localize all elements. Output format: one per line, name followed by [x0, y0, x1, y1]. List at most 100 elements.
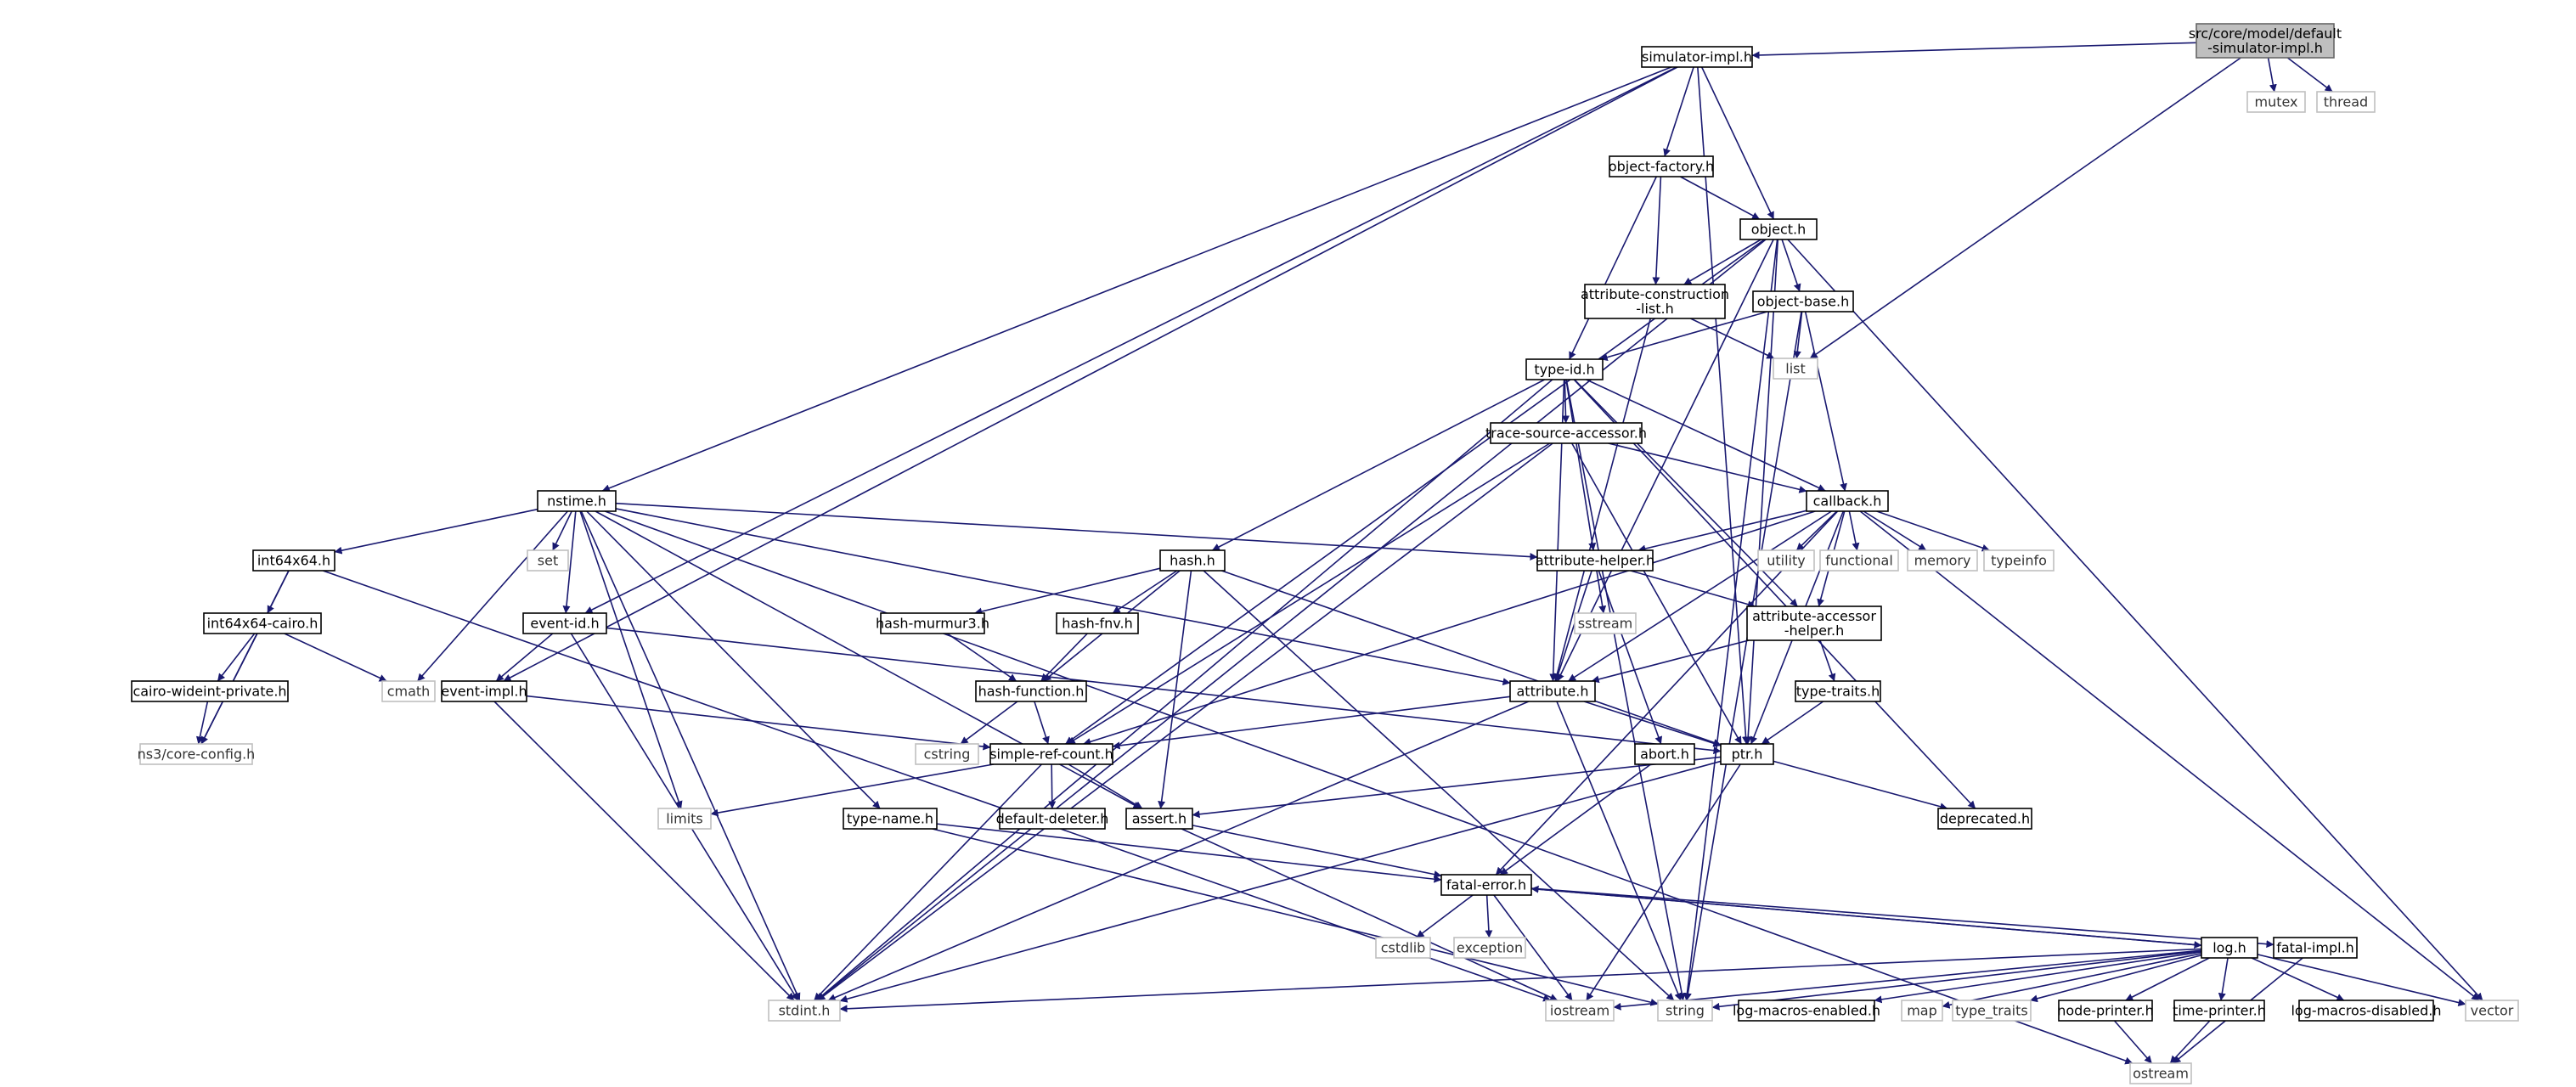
node-object[interactable]: object.h [1739, 218, 1818, 240]
edge-attribute-to-string [1556, 701, 1682, 1001]
node-box [1773, 358, 1818, 380]
edge-callback-to-memory [1863, 510, 1927, 551]
node-deprecated[interactable]: deprecated.h [1937, 808, 2032, 830]
node-iostream: iostream [1545, 1000, 1615, 1022]
edge-eventid-to-ptr [606, 627, 1722, 755]
edge-attrcons-to-list [1690, 318, 1775, 359]
node-box [880, 612, 985, 634]
node-hashfunc[interactable]: hash-function.h [975, 680, 1087, 702]
node-box [522, 612, 607, 634]
node-box [1574, 612, 1637, 634]
node-box [657, 808, 712, 830]
node-attrhelper[interactable]: attribute-helper.h [1536, 549, 1654, 572]
node-simimpl[interactable]: simulator-impl.h [1641, 46, 1753, 68]
node-attribute[interactable]: attribute.h [1509, 680, 1596, 702]
node-root[interactable]: src/core/model/default-simulator-impl.h [2189, 23, 2342, 59]
node-label: -helper.h [1784, 622, 1845, 639]
edge-log-to-lme [1874, 951, 2202, 1004]
node-box [203, 612, 322, 634]
node-typeid[interactable]: type-id.h [1525, 358, 1604, 380]
node-typetraits[interactable]: type-traits.h [1795, 680, 1881, 702]
node-assert[interactable]: assert.h [1125, 808, 1193, 830]
node-cairowide[interactable]: cairo-wideint-private.h [131, 680, 289, 702]
edge-hash-to-assert [1158, 570, 1192, 809]
node-label: -simulator-impl.h [2207, 40, 2323, 56]
node-label: int64x64-cairo.h [207, 616, 318, 632]
node-stdint: stdint.h [768, 1000, 841, 1022]
node-utility: utility [1757, 549, 1815, 572]
node-defdel[interactable]: default-deleter.h [996, 808, 1109, 830]
node-box [1806, 490, 1889, 512]
node-fnv[interactable]: hash-fnv.h [1056, 612, 1139, 634]
node-objfactory[interactable]: object-factory.h [1609, 155, 1714, 177]
node-fatalerror[interactable]: fatal-error.h [1440, 874, 1532, 896]
node-callback[interactable]: callback.h [1806, 490, 1889, 512]
node-label: hash-fnv.h [1062, 616, 1132, 632]
edge-callback-to-vector [1859, 510, 2480, 1001]
edge-cairowide-to-coreconfig [196, 701, 209, 745]
node-label: cmath [387, 684, 431, 700]
node-tsa[interactable]: trace-source-accessor.h [1485, 422, 1647, 444]
node-label: event-id.h [530, 616, 599, 632]
node-box [1634, 743, 1695, 765]
node-fatalimpl[interactable]: fatal-impl.h [2273, 937, 2358, 959]
node-i64cairo[interactable]: int64x64-cairo.h [203, 612, 322, 634]
node-box [1739, 218, 1818, 240]
node-typename[interactable]: type-name.h [843, 808, 938, 830]
edge-nstime-to-set [552, 510, 572, 551]
node-box [1609, 155, 1714, 177]
node-attrcons[interactable]: attribute-construction-list.h [1581, 284, 1729, 319]
edge-objbase-to-typeid [1599, 311, 1768, 361]
edge-log-to-type_traits [2029, 954, 2202, 1003]
node-box [1819, 549, 1899, 572]
edge-object-to-stdint [816, 239, 1767, 1001]
node-cmath: cmath [381, 680, 436, 702]
node-type_traits: type_traits [1952, 1000, 2032, 1022]
node-ptr[interactable]: ptr.h [1720, 743, 1774, 765]
edge-hashfunc-to-cstring [960, 701, 1018, 745]
node-murmur[interactable]: hash-murmur3.h [876, 612, 989, 634]
node-map: map [1901, 1000, 1943, 1022]
node-log[interactable]: log.h [2201, 937, 2258, 959]
edge-i64cairo-to-cairowide [217, 633, 256, 682]
edge-simimpl-to-objfactory [1663, 66, 1694, 157]
node-label: src/core/model/default [2189, 25, 2342, 42]
node-objbase[interactable]: object-base.h [1752, 290, 1854, 313]
node-ostream: ostream [2129, 1062, 2192, 1084]
node-attracc[interactable]: attribute-accessor-helper.h [1746, 605, 1882, 641]
node-lmd[interactable]: log-macros-disabled.h [2291, 1000, 2442, 1022]
node-timeprinter[interactable]: time-printer.h [2173, 1000, 2266, 1022]
edge-nstime-to-ostream [604, 510, 2134, 1065]
node-eventimpl[interactable]: event-impl.h [441, 680, 527, 702]
node-int64x64[interactable]: int64x64.h [252, 549, 335, 572]
edge-log-to-string [1711, 950, 2202, 1011]
edge-nstime-to-attrhelper [615, 502, 1538, 561]
node-abort[interactable]: abort.h [1634, 743, 1695, 765]
node-lme[interactable]: log-macros-enabled.h [1733, 1000, 1880, 1022]
node-coreconfig: ns3/core-config.h [138, 743, 255, 765]
node-hash[interactable]: hash.h [1159, 549, 1226, 572]
node-box [1509, 680, 1596, 702]
edge-ptr-to-deprecated [1773, 760, 1948, 811]
node-label: ostream [2133, 1066, 2189, 1082]
edge-nstime-to-int64x64 [334, 508, 538, 555]
node-label: hash-function.h [978, 684, 1085, 700]
edge-object-to-ptr [1744, 239, 1779, 745]
node-eventid[interactable]: event-id.h [522, 612, 607, 634]
node-box [1907, 549, 1978, 572]
edge-typeid-to-hash [1211, 379, 1546, 551]
node-sstream: sstream [1574, 612, 1637, 634]
node-label: memory [1914, 553, 1971, 569]
node-box [1757, 549, 1815, 572]
node-nstime[interactable]: nstime.h [537, 490, 617, 512]
edge-hash-to-fnv [1112, 570, 1178, 614]
node-label: type-traits.h [1796, 684, 1880, 700]
node-box [2173, 1000, 2265, 1022]
node-src[interactable]: simple-ref-count.h [989, 743, 1113, 765]
node-nodeprinter[interactable]: node-printer.h [2057, 1000, 2154, 1022]
edge-root-to-thread [2286, 57, 2333, 93]
node-list: list [1773, 358, 1818, 380]
node-box [1525, 358, 1604, 380]
node-box [768, 1000, 841, 1022]
